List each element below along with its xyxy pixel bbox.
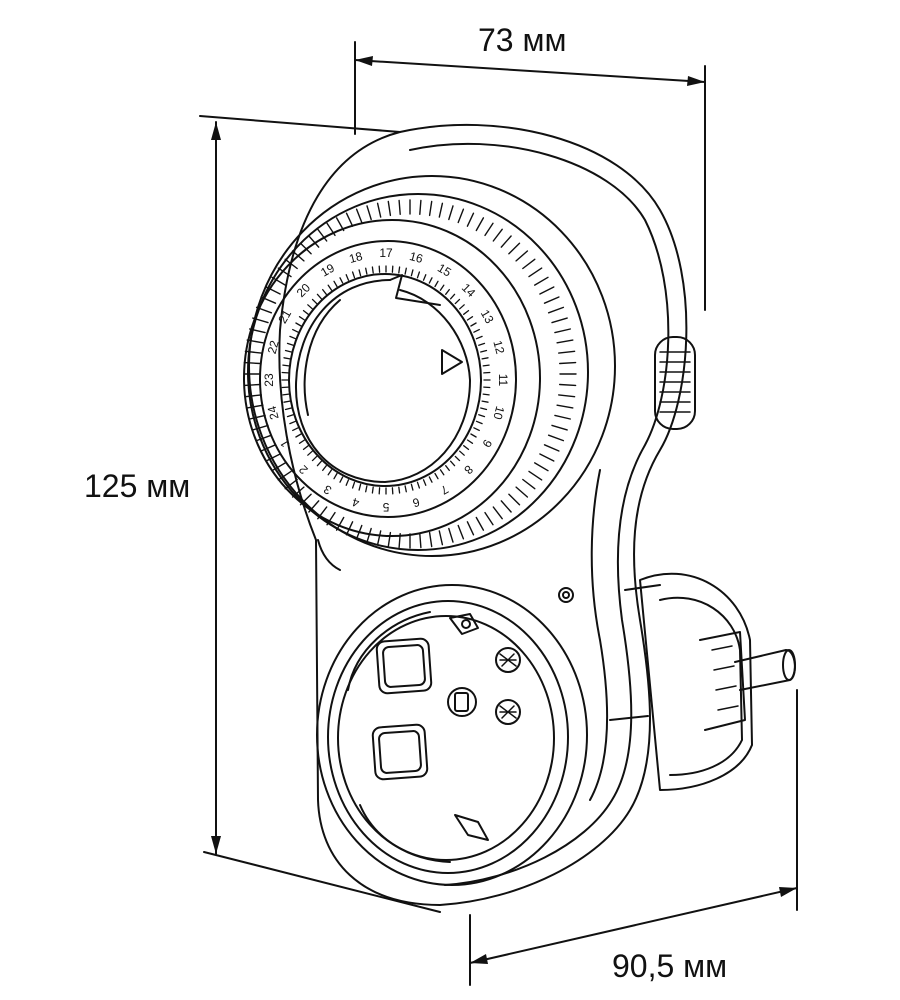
- width-label: 73 мм: [478, 22, 567, 58]
- timer-dial: [243, 175, 616, 557]
- height-label: 125 мм: [84, 468, 191, 504]
- socket-ground-clip-bottom: [454, 814, 489, 841]
- dial-hour-label: 11: [496, 374, 510, 387]
- socket-hole-upper: [375, 637, 433, 695]
- socket-screw-lower: [495, 699, 521, 725]
- dial-hour-label: 13: [478, 307, 497, 326]
- plug: [639, 572, 753, 791]
- depth-label: 90,5 мм: [612, 948, 728, 984]
- dial-hour-label: 5: [382, 500, 389, 514]
- height-dimension-line: [199, 115, 441, 913]
- dial-hour-label: 14: [459, 281, 479, 301]
- dial-hour-label: 24: [265, 404, 282, 421]
- dial-hour-label: 21: [275, 307, 294, 326]
- dial-hour-label: 4: [350, 495, 360, 510]
- device-body: [278, 123, 688, 906]
- socket-center-button: [447, 687, 477, 717]
- dial-hour-label: 10: [490, 405, 507, 422]
- dial-hour-label: 9: [479, 437, 495, 450]
- width-dimension-line: [354, 41, 706, 311]
- dial-hour-label: 18: [348, 249, 365, 266]
- dial-hour-label: 8: [461, 462, 476, 477]
- dial-hour-label: 2: [296, 462, 311, 477]
- socket-screw-upper: [495, 647, 521, 673]
- dial-hour-label: 19: [318, 261, 337, 280]
- dial-hour-label: 3: [321, 482, 334, 498]
- dial-hour-label: 17: [379, 246, 393, 260]
- dial-hour-label: 15: [435, 261, 454, 280]
- dial-hour-label: 6: [411, 495, 421, 510]
- socket-ground-clip-top: [449, 613, 479, 635]
- socket-hole-lower: [371, 723, 429, 781]
- dial-hour-label: 22: [265, 339, 282, 356]
- indicator-light: [558, 587, 574, 603]
- plug-pin: [734, 649, 796, 691]
- dial-hour-label: 1: [277, 437, 293, 450]
- socket: [316, 584, 588, 886]
- dial-hour-label: 7: [438, 482, 451, 498]
- dial-hour-label: 23: [262, 373, 276, 387]
- depth-dimension-line: [469, 689, 798, 986]
- dial-hour-label: 16: [408, 249, 425, 266]
- dial-hour-label: 12: [490, 339, 507, 356]
- side-switch: [654, 336, 696, 430]
